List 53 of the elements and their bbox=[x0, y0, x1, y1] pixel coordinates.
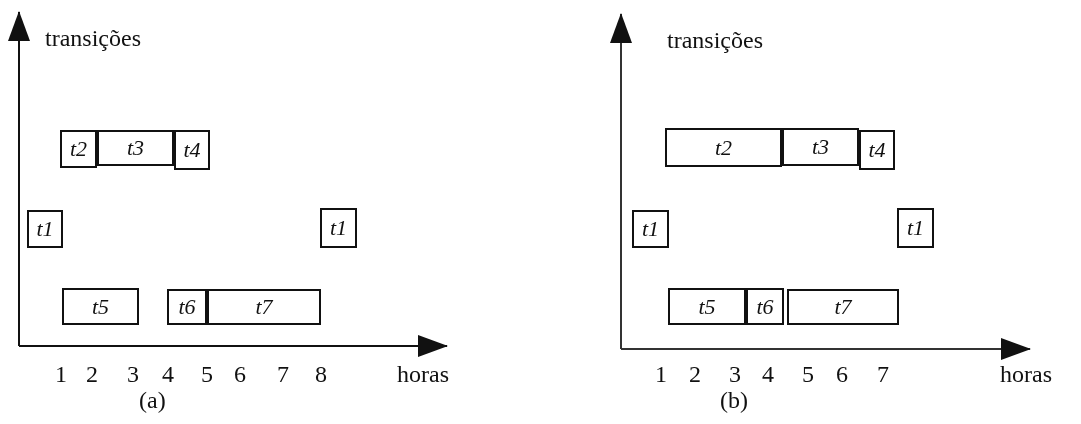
tick-label: 2 bbox=[689, 362, 701, 386]
task-box bbox=[668, 288, 746, 325]
tick-label: 3 bbox=[729, 362, 741, 386]
axis-title: transições bbox=[45, 26, 141, 50]
tick-label: 7 bbox=[277, 362, 289, 386]
task-label: t4 bbox=[183, 137, 201, 163]
tick-label: 4 bbox=[762, 362, 774, 386]
task-label: t1 bbox=[906, 215, 925, 241]
panel-label: (b) bbox=[720, 388, 748, 412]
tick-label: 5 bbox=[802, 362, 814, 386]
task-box bbox=[167, 289, 207, 325]
task-box bbox=[665, 128, 782, 167]
task-box bbox=[320, 208, 357, 248]
tick-label: 1 bbox=[655, 362, 667, 386]
task-label: t1 bbox=[641, 216, 660, 242]
task-label: t4 bbox=[868, 137, 886, 163]
tick-label: 1 bbox=[55, 362, 67, 386]
task-box bbox=[782, 128, 859, 166]
task-label: t1 bbox=[36, 216, 54, 242]
axis-title: transições bbox=[667, 28, 763, 52]
tick-label: 8 bbox=[315, 362, 327, 386]
task-box bbox=[174, 130, 210, 170]
task-box bbox=[97, 130, 174, 166]
task-label: t5 bbox=[698, 293, 716, 320]
tick-label: 6 bbox=[234, 362, 246, 386]
tick-label: 5 bbox=[201, 362, 213, 386]
tick-label: 2 bbox=[86, 362, 98, 386]
task-box bbox=[60, 130, 97, 168]
task-box bbox=[27, 210, 63, 248]
task-box bbox=[207, 289, 321, 325]
task-label: t1 bbox=[329, 215, 348, 241]
task-box bbox=[746, 288, 784, 325]
task-label: t7 bbox=[255, 294, 273, 320]
tick-label: 7 bbox=[877, 362, 889, 386]
task-box bbox=[897, 208, 934, 248]
task-label: t3 bbox=[811, 134, 830, 160]
task-box bbox=[62, 288, 139, 325]
task-box bbox=[632, 210, 669, 248]
task-label: t2 bbox=[714, 134, 733, 161]
task-box bbox=[787, 289, 899, 325]
axis-title: horas bbox=[397, 362, 449, 386]
task-label: t2 bbox=[69, 136, 88, 162]
panel-label: (a) bbox=[139, 388, 166, 412]
tick-label: 3 bbox=[127, 362, 139, 386]
task-label: t6 bbox=[178, 294, 196, 320]
task-label: t7 bbox=[834, 294, 852, 320]
axis-title: horas bbox=[1000, 362, 1052, 386]
tick-label: 6 bbox=[836, 362, 848, 386]
tick-label: 4 bbox=[162, 362, 174, 386]
task-box bbox=[859, 130, 895, 170]
task-label: t5 bbox=[91, 293, 110, 320]
task-label: t6 bbox=[756, 293, 774, 320]
task-label: t3 bbox=[126, 135, 145, 161]
